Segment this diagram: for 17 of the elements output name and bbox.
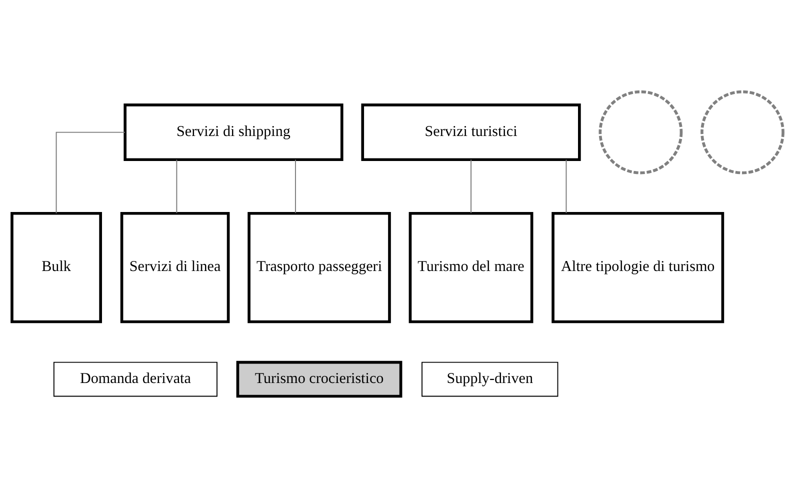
node-box: Turismo del mare [408, 212, 534, 324]
connector [176, 159, 178, 214]
node-box: Trasporto passeggeri [248, 212, 391, 324]
node-circle [700, 90, 784, 174]
node-box: Domanda derivata [53, 362, 218, 397]
node-box: Servizi di linea [120, 212, 230, 324]
connector [470, 159, 472, 214]
connector [56, 132, 126, 214]
connector [566, 159, 567, 214]
node-box: Turismo crocieristico [236, 360, 402, 398]
node-box: Supply-driven [422, 362, 558, 397]
node-circle [598, 90, 683, 174]
node-box: Servizi turistici [361, 104, 581, 162]
node-box: Altre tipologie di turismo [552, 212, 724, 324]
node-box: Bulk [10, 212, 102, 324]
node-box: Servizi di shipping [124, 104, 344, 162]
connector [295, 159, 296, 214]
